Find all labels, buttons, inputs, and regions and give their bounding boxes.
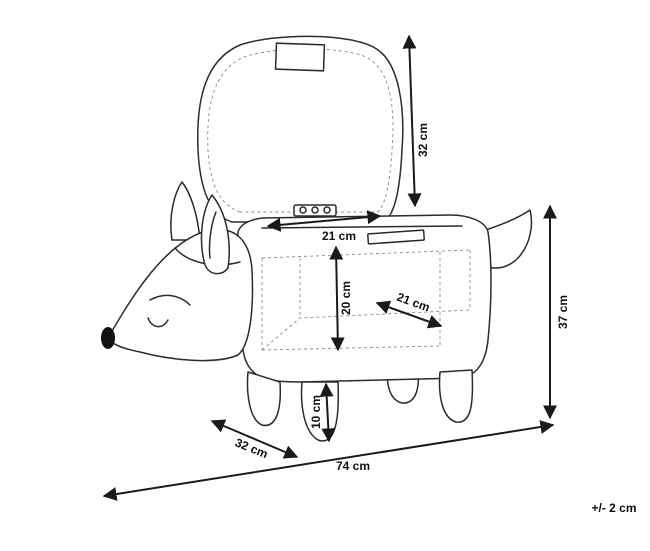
label-inner-width: 21 cm [322,229,356,243]
fox-body [236,214,492,383]
fox-head [101,181,254,362]
back-leg-right [438,369,474,423]
label-total-height: 37 cm [556,295,570,329]
dim-line-inner-width [266,210,382,232]
open-lid [196,35,404,223]
front-leg-left [246,371,282,427]
lid-label-tag [274,42,326,72]
dim-line-inner-height [329,245,345,352]
fox-ear-back [170,181,201,241]
label-inner-height: 20 cm [339,281,353,315]
fox-tail [479,209,533,269]
tolerance-note: +/- 2 cm [591,501,636,515]
label-lid-height: 32 cm [416,123,430,157]
fox-ear-front [200,194,230,275]
hinge [293,204,337,217]
label-depth: 32 cm [233,435,270,461]
label-length: 74 cm [336,459,370,473]
fox-eye [147,317,169,328]
fox-nose [101,327,115,349]
dim-line-inner-depth [375,300,443,329]
label-leg-height: 10 cm [309,395,323,429]
handle-slot [367,229,425,245]
dim-line-lid-height [402,34,422,208]
dim-line-length [102,420,555,501]
